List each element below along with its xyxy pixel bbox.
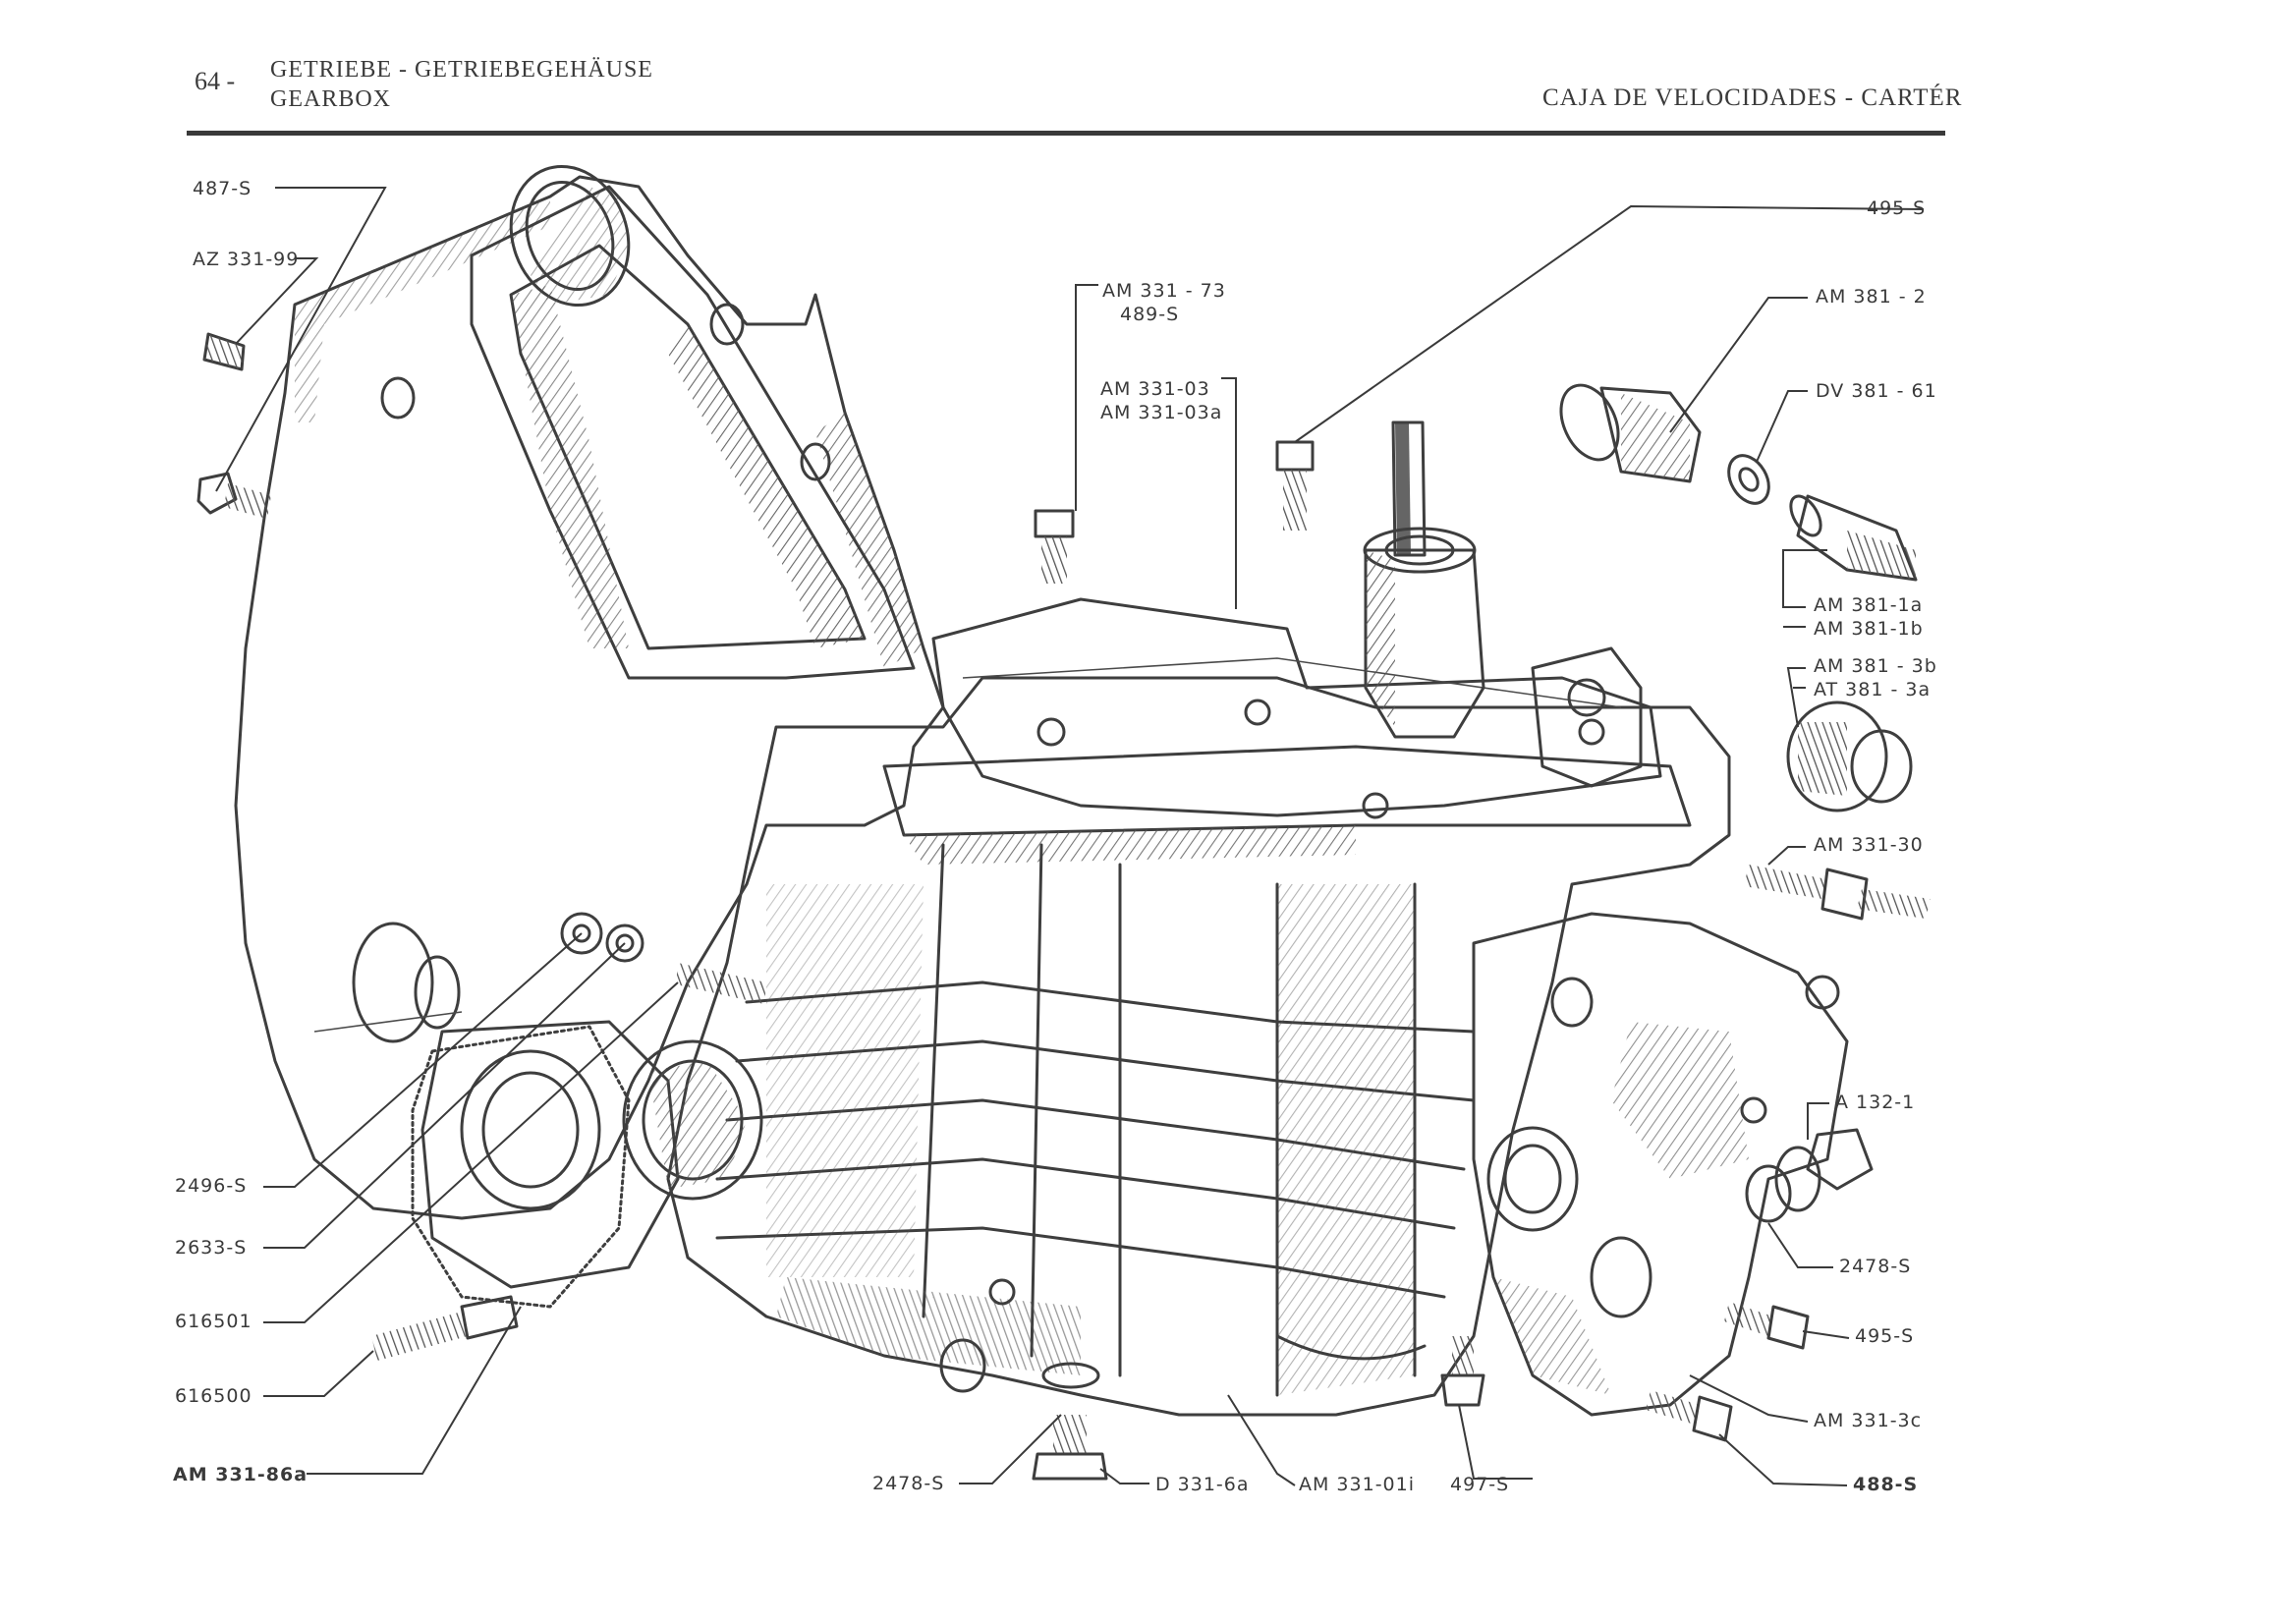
label-487S: 487-S xyxy=(193,178,252,199)
title-german: GETRIEBE - GETRIEBEGEHÄUSE xyxy=(270,57,653,83)
label-AZ33199: AZ 331-99 xyxy=(193,249,299,270)
nut-and-washer xyxy=(560,912,644,963)
label-AM3811a: AM 381-1a xyxy=(1814,594,1923,616)
header-rule xyxy=(187,131,1945,136)
clip-ring xyxy=(1727,454,1770,505)
label-2478S-right: 2478-S xyxy=(1839,1256,1911,1277)
speedometer-drive-housing xyxy=(1559,383,1702,483)
bolt-497s xyxy=(1440,1336,1485,1407)
gearbox-housing xyxy=(234,164,1849,1417)
stud-am331-30 xyxy=(1744,865,1931,921)
label-2496S: 2496-S xyxy=(175,1175,247,1197)
label-AM3813b: AM 381 - 3b xyxy=(1814,655,1937,677)
leader-lines xyxy=(215,187,1925,1486)
label-495S-top: 495-S xyxy=(1867,197,1926,219)
label-AM33103: AM 331-03 xyxy=(1100,378,1210,400)
label-497S: 497-S xyxy=(1450,1474,1509,1495)
label-AM33103a: AM 331-03a xyxy=(1100,402,1222,423)
bolt-489s xyxy=(1034,509,1075,584)
label-495S-right: 495-S xyxy=(1855,1325,1914,1347)
label-AM33130: AM 331-30 xyxy=(1814,834,1924,856)
worm-gear xyxy=(1786,700,1913,812)
drain-plug-right xyxy=(1745,1128,1874,1223)
label-A1321: A 132-1 xyxy=(1835,1092,1915,1113)
loose-parts xyxy=(196,332,1931,1481)
bolt-488s xyxy=(1646,1390,1733,1442)
label-D3316a: D 331-6a xyxy=(1155,1474,1250,1495)
label-2478S-bottom: 2478-S xyxy=(872,1473,944,1494)
callout-labels: 487-S AZ 331-99 AM 331 - 73 489-S AM 331… xyxy=(173,178,1937,1495)
sleeve-part xyxy=(202,332,246,371)
title-english: GEARBOX xyxy=(270,86,392,112)
label-616501: 616501 xyxy=(175,1311,252,1332)
label-489S: 489-S xyxy=(1120,304,1179,325)
title-spanish: CAJA DE VELOCIDADES - CARTÉR xyxy=(1542,84,1963,111)
label-AM33101i: AM 331-01i xyxy=(1299,1474,1415,1495)
gasket-616501 xyxy=(411,1025,631,1309)
label-AM3812: AM 381 - 2 xyxy=(1816,286,1927,308)
bolt-495s-right xyxy=(1724,1302,1810,1350)
drain-plug-bottom xyxy=(1032,1362,1108,1481)
stud-mid xyxy=(676,963,766,1004)
bolt-495s-top xyxy=(1275,440,1315,531)
label-DV38161: DV 381 - 61 xyxy=(1816,380,1937,402)
label-488S: 488-S xyxy=(1853,1474,1918,1495)
stud-left xyxy=(196,472,271,519)
label-2633S: 2633-S xyxy=(175,1237,247,1259)
label-616500: 616500 xyxy=(175,1385,252,1407)
label-AT3813a: AT 381 - 3a xyxy=(1814,679,1931,700)
label-AM33173: AM 331 - 73 xyxy=(1102,280,1226,302)
speedometer-driven-gear xyxy=(1789,494,1918,582)
label-AM3313c: AM 331-3c xyxy=(1814,1410,1922,1431)
label-AM3811b: AM 381-1b xyxy=(1814,618,1924,640)
label-AM33186a: AM 331-86a xyxy=(173,1464,308,1485)
page-number: 64 - xyxy=(195,67,236,95)
